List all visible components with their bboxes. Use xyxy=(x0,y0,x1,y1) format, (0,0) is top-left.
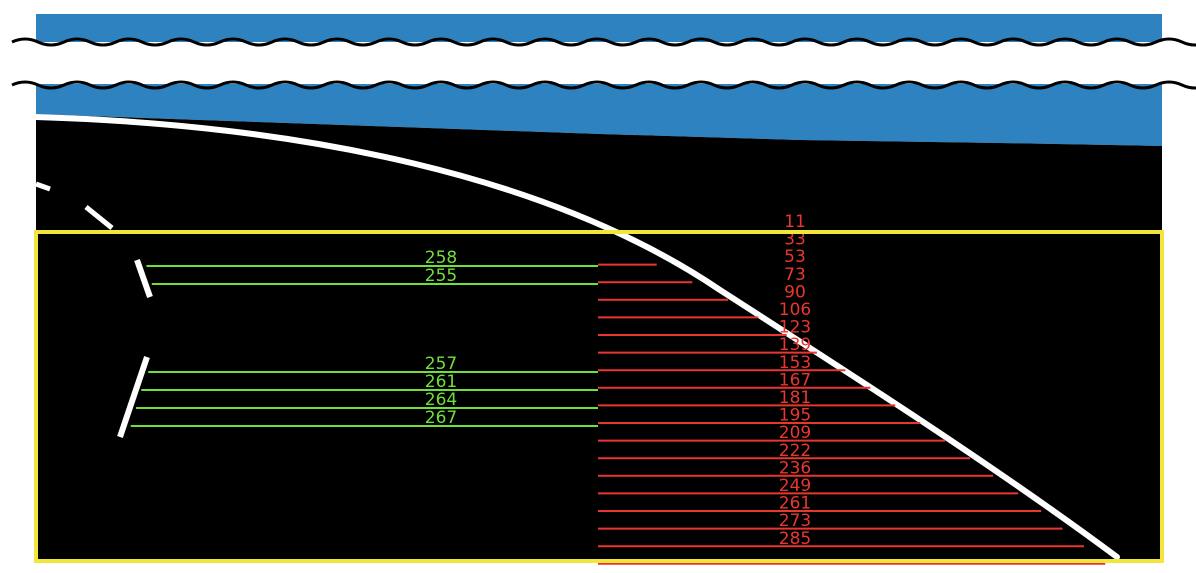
left-distance-label: 255 xyxy=(425,266,457,286)
image-break-band xyxy=(0,42,1196,84)
right-distance-label: 261 xyxy=(779,494,811,514)
road-surface xyxy=(36,114,1162,562)
right-distance-label: 222 xyxy=(779,441,811,461)
region-of-interest-border xyxy=(34,230,1164,563)
left-lane-dash-1 xyxy=(35,181,51,192)
right-distance-label: 181 xyxy=(779,388,811,408)
left-distance-label: 267 xyxy=(425,408,457,428)
right-lane-marking xyxy=(33,114,1120,560)
right-distance-label: 195 xyxy=(779,406,811,426)
right-distance-label: 285 xyxy=(779,529,811,549)
right-distance-label: 249 xyxy=(779,476,811,496)
right-distance-label: 53 xyxy=(784,247,806,267)
right-distance-label: 273 xyxy=(779,511,811,531)
left-distance-label: 258 xyxy=(425,248,457,268)
left-distance-label: 261 xyxy=(425,372,457,392)
left-lane-markings xyxy=(35,181,153,438)
right-distance-label: 139 xyxy=(779,335,811,355)
right-distance-label: 123 xyxy=(779,318,811,338)
right-distance-label: 90 xyxy=(784,282,806,302)
right-distance-label: 236 xyxy=(779,458,811,478)
left-distance-label: 257 xyxy=(425,354,457,374)
left-lane-dash-3 xyxy=(134,259,153,298)
right-distance-label: 11 xyxy=(784,212,806,232)
right-distance-label: 167 xyxy=(779,370,811,390)
right-distance-label: 153 xyxy=(779,353,811,373)
right-distance-lines: 1133537390106123139153167181195209222236… xyxy=(598,212,1106,565)
right-distance-label: 106 xyxy=(779,300,811,320)
right-distance-label: 73 xyxy=(784,265,806,285)
right-distance-label: 209 xyxy=(779,423,811,443)
image-break-wave-top xyxy=(11,37,1196,47)
left-distance-label: 264 xyxy=(425,390,457,410)
image-break-wave-bottom xyxy=(11,80,1196,90)
right-distance-label: 33 xyxy=(784,230,806,250)
left-lane-dash-2 xyxy=(84,205,114,230)
left-lane-dash-4 xyxy=(117,356,150,438)
sky-region-bottom xyxy=(36,82,1162,146)
